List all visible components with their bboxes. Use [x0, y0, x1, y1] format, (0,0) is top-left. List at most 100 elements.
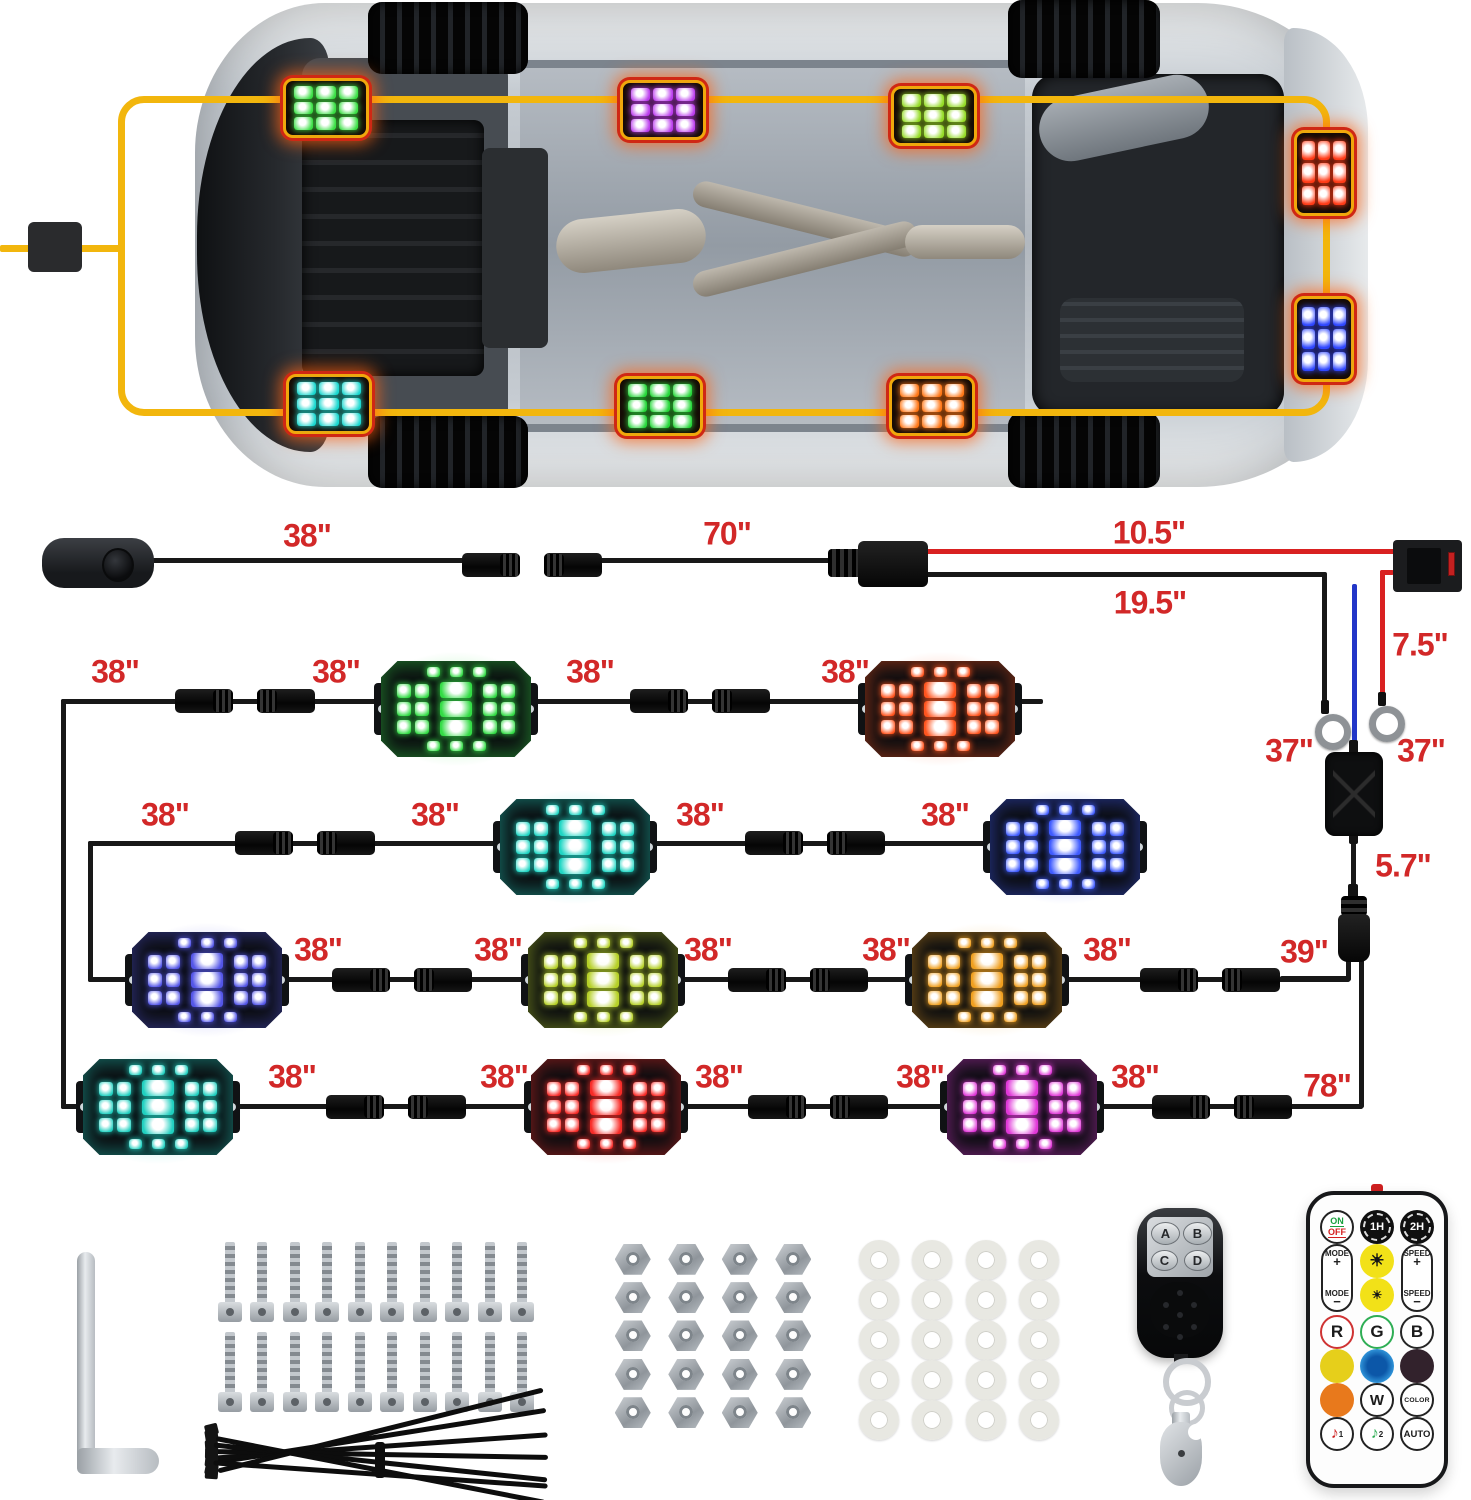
ground-wire-black [1322, 572, 1327, 704]
led-dot [234, 955, 248, 969]
led-dot [148, 955, 162, 969]
remote-ir-emitter [1371, 1184, 1383, 1193]
measurement-label: 38" [268, 1058, 317, 1095]
hex-nut [614, 1243, 651, 1275]
hex-nut [721, 1397, 758, 1429]
zip-tie-head [204, 1467, 219, 1480]
led-dot [630, 991, 644, 1005]
power-wire-red [1380, 570, 1385, 696]
led-dot [1317, 329, 1331, 349]
led-dot [650, 415, 670, 428]
led-dot [1024, 840, 1038, 854]
led-dot [573, 1012, 587, 1022]
led-dot [1302, 163, 1315, 183]
mounting-screw [282, 1332, 307, 1414]
extension-connector [235, 828, 375, 858]
washer [858, 1240, 899, 1280]
led-dot [900, 399, 920, 413]
led-dot [151, 1065, 165, 1075]
led-dot [590, 1080, 622, 1096]
led-dot [200, 1012, 214, 1022]
led-dot [971, 972, 1003, 988]
hex-nut [668, 1397, 705, 1429]
signal-wire-blue [1352, 584, 1357, 742]
mounting-screw [218, 1332, 242, 1414]
washer [965, 1360, 1006, 1400]
chain-wire-row3 [88, 977, 1350, 982]
hex-nut [775, 1358, 812, 1390]
led-dot [338, 101, 358, 115]
led-dot [946, 973, 960, 987]
mounting-screw [218, 1242, 242, 1324]
led-dot [902, 125, 922, 138]
led-dot [440, 701, 472, 717]
hex-nut [614, 1282, 651, 1314]
remote-music-1-button: ♪1 [1320, 1417, 1354, 1451]
led-dot [341, 413, 361, 426]
harness-control-box [28, 222, 82, 272]
led-dot [449, 741, 463, 751]
led-dot [622, 1139, 636, 1149]
led-dot [980, 1012, 994, 1022]
engine-block [302, 120, 484, 376]
led-pod [371, 651, 541, 767]
led-dot [899, 720, 913, 734]
led-dot [151, 1139, 165, 1149]
led-dot [1006, 840, 1020, 854]
led-pod [73, 1049, 243, 1165]
led-dot [956, 667, 970, 677]
led-dot [148, 991, 162, 1005]
led-dot [1067, 1118, 1081, 1132]
led-dot [902, 94, 922, 107]
led-dot [1049, 839, 1081, 855]
led-dot [631, 88, 651, 101]
pod-housing [83, 1059, 233, 1155]
led-pod [518, 922, 688, 1038]
led-dot [928, 991, 942, 1005]
led-dot [297, 413, 317, 426]
measurement-label: 5.7" [1375, 847, 1432, 884]
hex-nut [775, 1243, 812, 1275]
mounting-screw [509, 1332, 534, 1414]
led-dot [234, 991, 248, 1005]
washer [912, 1280, 953, 1320]
heat-shield [1060, 298, 1244, 382]
led-dot [675, 88, 695, 101]
led-dot [922, 399, 942, 413]
led-dot [128, 1139, 142, 1149]
pod-housing [500, 799, 650, 895]
led-dot [534, 840, 548, 854]
led-dot [565, 1100, 579, 1114]
led-dot [980, 938, 994, 948]
controller-stub [1349, 740, 1358, 754]
led-dot [426, 667, 440, 677]
washer [858, 1400, 899, 1440]
usb-plug-strain-relief [828, 549, 862, 577]
led-dot [602, 822, 616, 836]
led-dot [1038, 1139, 1052, 1149]
led-dot [899, 702, 913, 716]
led-dot [117, 1082, 131, 1096]
led-dot [1110, 840, 1124, 854]
washer [912, 1360, 953, 1400]
wire-segment [598, 558, 830, 563]
washer [1019, 1240, 1060, 1280]
mounting-screw [250, 1242, 275, 1324]
led-dot [483, 702, 497, 716]
hex-nut [668, 1320, 705, 1352]
splitter-strain-relief [1341, 896, 1367, 916]
remote-brightness-down-button: ☀ [1360, 1278, 1394, 1312]
extension-connector [332, 965, 472, 995]
led-dot [397, 702, 411, 716]
led-dot [963, 1082, 977, 1096]
hex-nut [775, 1282, 812, 1314]
remote-mode-buttons: MODE+ MODE− [1321, 1244, 1353, 1312]
measurement-label: 38" [312, 653, 361, 690]
led-dot [651, 1100, 665, 1114]
led-dot [1006, 1118, 1038, 1134]
led-dot [1333, 351, 1346, 371]
led-dot [294, 101, 314, 115]
led-dot [516, 822, 530, 836]
led-dot [200, 938, 214, 948]
led-dot [1006, 1099, 1038, 1115]
